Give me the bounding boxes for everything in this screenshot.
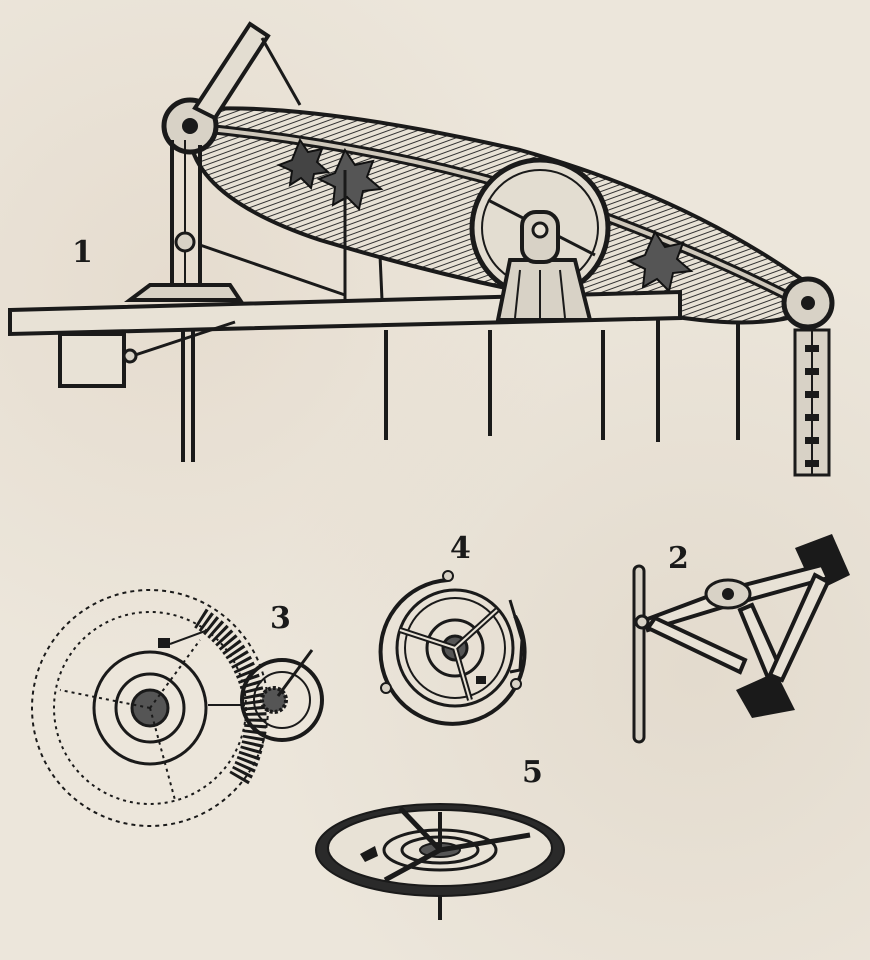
base-block bbox=[124, 283, 244, 302]
figure-5-label: 5 bbox=[522, 755, 543, 790]
pinion-outer bbox=[240, 658, 324, 742]
counterweight-box bbox=[58, 332, 126, 388]
right-pulley bbox=[781, 276, 835, 330]
cams bbox=[276, 137, 694, 293]
figure-5-wheel-perspective: 5 bbox=[315, 755, 565, 920]
column-pivot bbox=[174, 231, 196, 253]
vertical-bar bbox=[632, 564, 646, 744]
figure-4-balance-wheel: 4 bbox=[378, 531, 527, 726]
figure-2-label: 2 bbox=[668, 541, 689, 576]
figure-4-label: 4 bbox=[450, 531, 471, 566]
top-arm bbox=[192, 21, 302, 121]
lower-block bbox=[736, 672, 795, 718]
figure-1-lever-mechanism: 1 bbox=[8, 21, 835, 477]
link-rod bbox=[199, 243, 346, 297]
figure-3-gear-wheel: 3 bbox=[31, 589, 324, 827]
figure-2-bracket: 2 bbox=[632, 534, 850, 744]
toothed-sector bbox=[193, 608, 267, 786]
figure-3-label: 3 bbox=[270, 601, 291, 636]
left-column bbox=[170, 140, 202, 300]
outer-ring-arc bbox=[378, 578, 527, 726]
figure-1-label: 1 bbox=[72, 235, 93, 270]
wheel-bracket bbox=[495, 210, 593, 322]
right-chain bbox=[793, 328, 831, 477]
